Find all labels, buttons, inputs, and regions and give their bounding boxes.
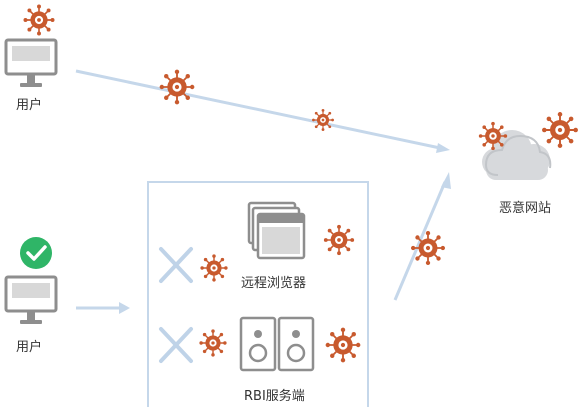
site-virus-icon-2 bbox=[541, 111, 579, 149]
cloud-icon bbox=[482, 130, 552, 180]
top-user-label: 用户 bbox=[16, 97, 42, 113]
top-user-virus-icon bbox=[22, 3, 56, 37]
site-virus-icon-1 bbox=[478, 121, 508, 151]
blocked-cross-icon-1 bbox=[159, 247, 193, 283]
server-virus-icon-right bbox=[324, 326, 362, 364]
rbi-to-site-arrowhead bbox=[441, 172, 451, 189]
browser-window-icon bbox=[247, 201, 306, 260]
malicious-site-label: 恶意网站 bbox=[499, 200, 551, 216]
server-virus-icon-left bbox=[198, 328, 228, 358]
remote-browser-label: 远程浏览器 bbox=[241, 275, 306, 291]
bottom-user-label: 用户 bbox=[16, 339, 42, 355]
rbi-isolation-box bbox=[147, 181, 369, 407]
rbi-arrow-virus-icon bbox=[410, 230, 446, 266]
check-badge-icon bbox=[20, 237, 52, 269]
arrow-virus-icon-1 bbox=[158, 68, 196, 106]
direct-access-arrow bbox=[75, 69, 441, 150]
direct-access-arrowhead bbox=[436, 143, 450, 153]
user-to-rbi-arrowhead bbox=[119, 302, 130, 314]
rbi-server-label: RBI服务端 bbox=[244, 388, 305, 404]
browser-virus-icon-left bbox=[199, 253, 229, 283]
blocked-cross-icon-2 bbox=[159, 327, 193, 363]
bottom-user-computer-icon bbox=[4, 275, 58, 326]
server-icon bbox=[239, 316, 315, 372]
browser-virus-icon-right bbox=[323, 224, 355, 256]
top-user-computer-icon bbox=[4, 38, 58, 89]
arrow-virus-icon-2 bbox=[311, 108, 335, 132]
